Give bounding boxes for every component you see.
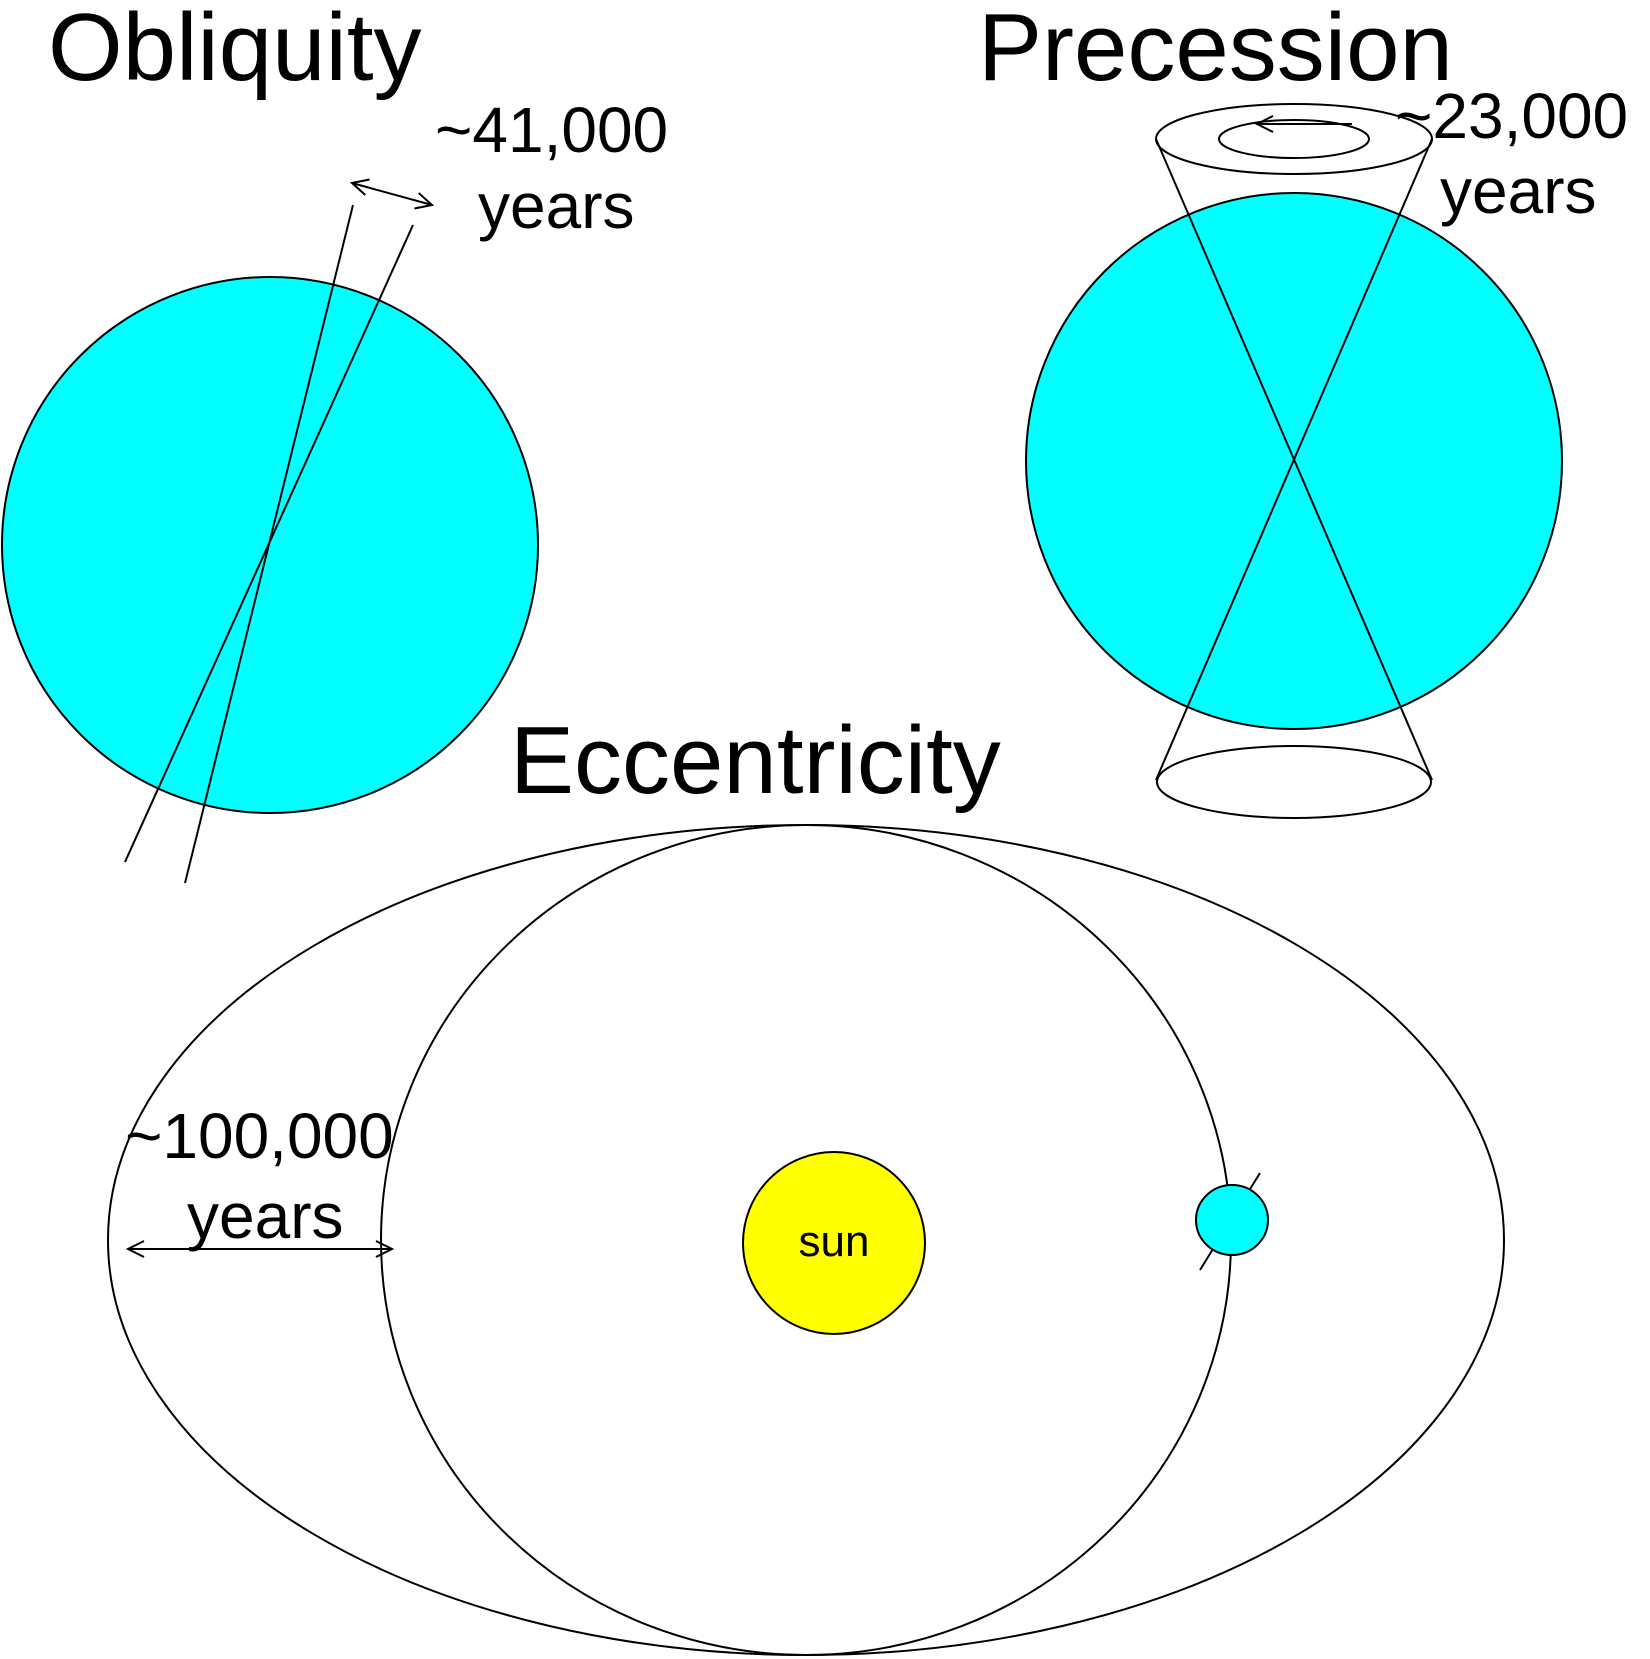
precession-panel: Precession ~23,000 years xyxy=(978,0,1628,819)
precession-bottom-disc xyxy=(1156,745,1432,819)
eccentricity-title: Eccentricity xyxy=(510,707,1001,814)
sun-label: sun xyxy=(799,1217,870,1266)
precession-period-value: ~23,000 xyxy=(1395,80,1628,152)
eccentricity-panel: Eccentricity ~100,000 years sun xyxy=(107,707,1505,1656)
obliquity-title: Obliquity xyxy=(48,0,422,101)
obliquity-panel: Obliquity ~41,000 years xyxy=(1,0,668,884)
precession-inner-ring xyxy=(1218,119,1370,159)
obliquity-period-value: ~41,000 xyxy=(435,94,668,166)
eccentricity-period-value: ~100,000 xyxy=(125,1100,394,1172)
orbiting-earth xyxy=(1195,1184,1269,1256)
precession-title: Precession xyxy=(978,0,1453,101)
eccentricity-period-unit: years xyxy=(187,1180,344,1252)
sun xyxy=(742,1151,926,1335)
precession-period-unit: years xyxy=(1440,155,1597,227)
obliquity-axis-tilted xyxy=(124,224,414,863)
precession-axis-right xyxy=(1155,138,1433,781)
obliquity-period-unit: years xyxy=(478,170,635,242)
precession-top-disc xyxy=(1155,103,1433,175)
double-arrow-icon xyxy=(352,183,432,205)
obliquity-earth xyxy=(1,276,539,814)
